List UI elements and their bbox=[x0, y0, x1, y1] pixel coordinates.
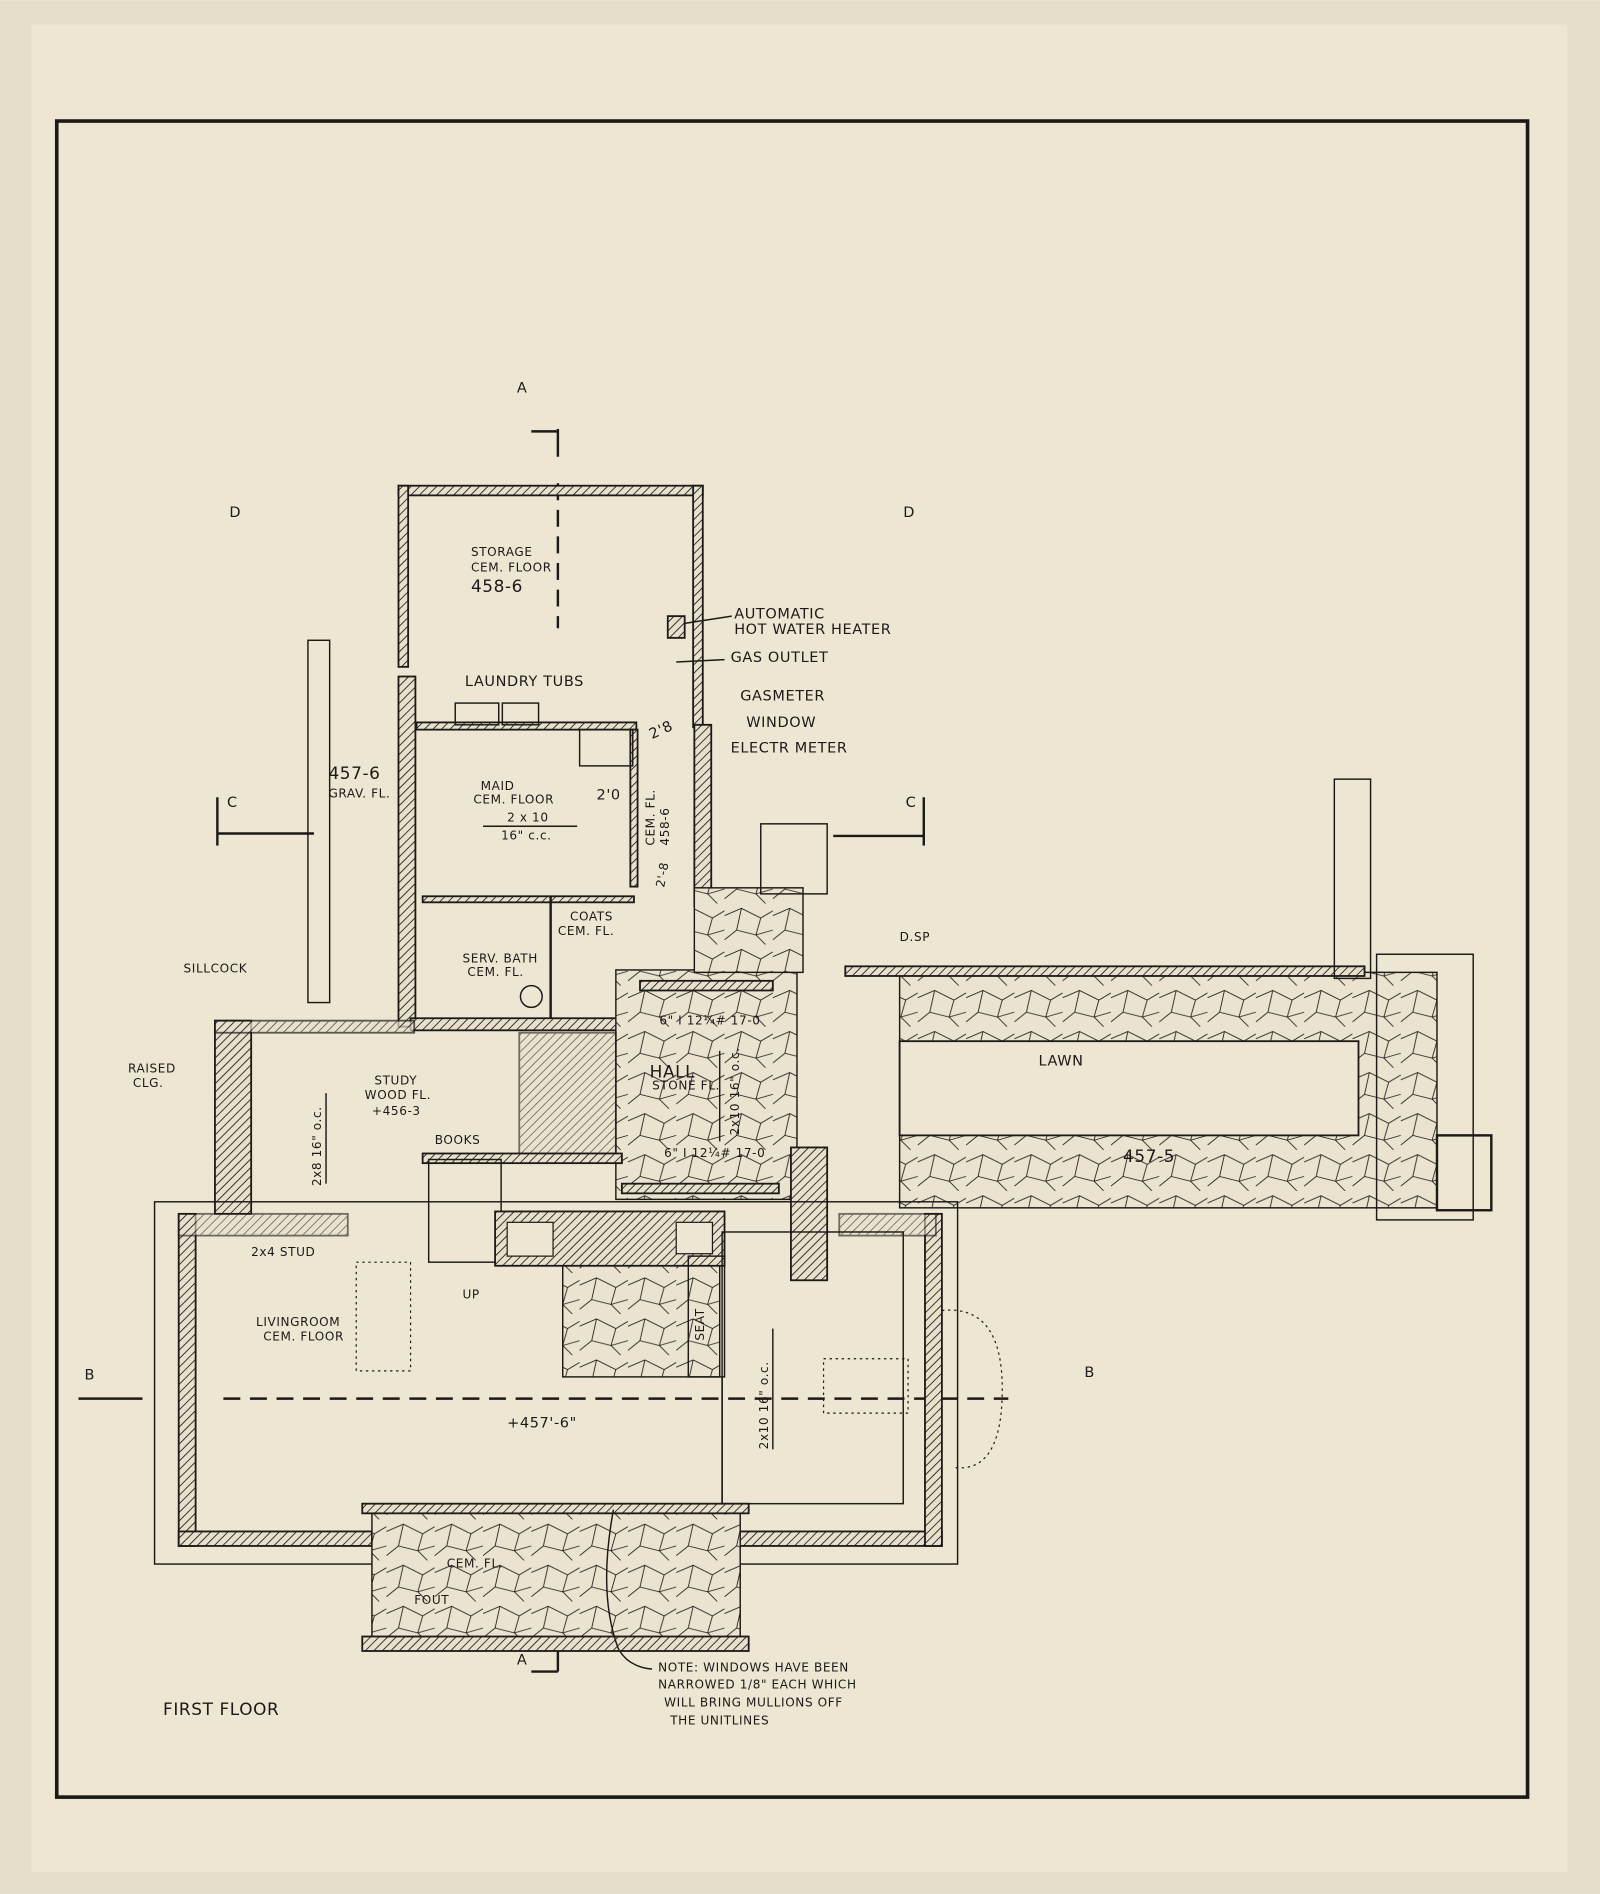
storage-label: STORAGE bbox=[471, 545, 533, 559]
living-joist-dimension: 2x10 16" o.c. bbox=[757, 1361, 771, 1449]
coats-label: COATS bbox=[570, 909, 613, 923]
study-label: STUDY bbox=[374, 1074, 417, 1088]
lawn-label: LAWN bbox=[1038, 1053, 1083, 1069]
maid-joist-size: 2 x 10 bbox=[507, 810, 548, 824]
callout-labels: AUTOMATIC HOT WATER HEATER GAS OUTLET GA… bbox=[128, 607, 930, 1607]
livingroom-label: LIVINGROOM bbox=[256, 1315, 340, 1329]
cem-fl-level: 458-6 bbox=[658, 807, 672, 845]
hall-joist-dimension: 2x10 16" o.c. bbox=[728, 1047, 742, 1135]
hearth bbox=[561, 1255, 721, 1378]
dsp-callout: D.SP bbox=[900, 930, 930, 944]
gas-meter-callout: GASMETER bbox=[740, 689, 825, 705]
up-label: UP bbox=[462, 1287, 479, 1301]
maid-joist-spacing: 16" c.c. bbox=[501, 829, 552, 843]
section-a-top: A bbox=[517, 381, 560, 629]
electr-meter-callout: ELECTR METER bbox=[731, 741, 848, 757]
hot-water-heater-symbol bbox=[666, 615, 686, 639]
hall-label: HALL bbox=[650, 1061, 696, 1081]
section-label-c-left: C bbox=[227, 795, 238, 811]
room-labels: STORAGE CEM. FLOOR 458-6 MAID CEM. FLOOR… bbox=[256, 545, 1083, 1571]
grav-walk bbox=[307, 639, 331, 1004]
note-line-1: NOTE: WINDOWS HAVE BEEN bbox=[658, 1661, 849, 1675]
books-callout: BOOKS bbox=[435, 1133, 481, 1147]
seat-callout: SEAT bbox=[693, 1308, 707, 1340]
raised-clg-callout-line2: CLG. bbox=[133, 1076, 164, 1090]
section-label-c-right: C bbox=[906, 795, 917, 811]
raised-clg-callout: RAISED bbox=[128, 1062, 176, 1076]
terrace-bay bbox=[361, 1502, 750, 1652]
maid-floor-label: CEM. FLOOR bbox=[473, 792, 554, 806]
study-joist-dimension: 2x8 16" o.c. bbox=[310, 1106, 324, 1186]
section-label-a-bottom: A bbox=[517, 1652, 528, 1668]
maid-label: MAID bbox=[481, 779, 515, 793]
hot-water-callout-line2: HOT WATER HEATER bbox=[734, 622, 891, 638]
livingroom-level: +457'-6" bbox=[507, 1416, 577, 1432]
sillcock-callout: SILLCOCK bbox=[184, 961, 248, 975]
stud-callout: 2x4 STUD bbox=[251, 1245, 315, 1259]
lawn-terrace bbox=[844, 778, 1493, 1221]
livingroom-floor-label: CEM. FLOOR bbox=[263, 1330, 344, 1344]
serv-bath-label: SERV. BATH bbox=[462, 952, 537, 966]
storage-room bbox=[397, 484, 713, 907]
study-room bbox=[214, 1019, 623, 1263]
hall-floor-label: STONE FL. bbox=[652, 1078, 720, 1092]
storage-level: 458-6 bbox=[471, 576, 523, 596]
hall-pier bbox=[790, 1146, 829, 1282]
steel-beam-top bbox=[639, 979, 774, 992]
laundry-tub bbox=[454, 702, 500, 726]
sheet-border bbox=[54, 119, 1530, 1799]
section-label-a-top: A bbox=[517, 381, 528, 397]
fout-label: FOUT bbox=[414, 1593, 449, 1607]
bay-outline bbox=[941, 1309, 1003, 1469]
terrace-floor-label: CEM. FL. bbox=[447, 1557, 503, 1571]
toilet-symbol bbox=[519, 984, 543, 1009]
service-wing bbox=[307, 639, 639, 1032]
sheet-title: FIRST FLOOR bbox=[163, 1699, 279, 1719]
chimney-wall bbox=[1333, 778, 1372, 980]
window-callout: WINDOW bbox=[746, 715, 816, 731]
storage-floor-label: CEM. FLOOR bbox=[471, 560, 552, 574]
section-label-b-left: B bbox=[85, 1367, 96, 1383]
hot-water-callout: AUTOMATIC bbox=[734, 607, 825, 623]
door-dimension-28b: 2'-8 bbox=[653, 861, 671, 888]
terrace-pier bbox=[1435, 1134, 1493, 1212]
furniture-outline bbox=[822, 1358, 909, 1414]
section-b-line: B B bbox=[78, 1365, 1095, 1400]
note-line-4: THE UNITLINES bbox=[669, 1714, 769, 1728]
cem-fl-label: CEM. FL. bbox=[643, 789, 657, 845]
study-level: +456-3 bbox=[372, 1104, 421, 1118]
coats-floor-label: CEM. FL. bbox=[558, 924, 614, 938]
door-dimension-20: 2'0 bbox=[597, 788, 621, 804]
beam-bottom-dimension: 6" I 12¼# 17-0 bbox=[664, 1146, 765, 1160]
dimension-labels: 2 x 10 16" c.c. 2'0 2'8 2'-8 CEM. FL. 45… bbox=[310, 718, 1175, 1450]
steel-beam-bottom bbox=[620, 1182, 780, 1195]
beam-top-dimension: 6" I 12¼# 17-0 bbox=[659, 1013, 760, 1027]
serv-bath-floor-label: CEM. FL. bbox=[467, 965, 523, 979]
grav-level: 457-6 bbox=[328, 763, 380, 783]
lawn-level: 457-5 bbox=[1123, 1146, 1175, 1166]
grav-floor-label: GRAV. FL. bbox=[328, 786, 390, 800]
hall-area bbox=[518, 823, 829, 1282]
gas-outlet-callout: GAS OUTLET bbox=[731, 650, 829, 666]
laundry-tubs-callout: LAUNDRY TUBS bbox=[465, 674, 584, 690]
section-c-marks: C C bbox=[216, 795, 925, 846]
windows-note: NOTE: WINDOWS HAVE BEEN NARROWED 1/8" EA… bbox=[605, 1509, 857, 1728]
note-line-3: WILL BRING MULLIONS OFF bbox=[664, 1696, 843, 1710]
laundry-tub bbox=[501, 702, 540, 726]
section-label-d-right: D bbox=[903, 505, 915, 521]
study-floor-label: WOOD FL. bbox=[365, 1088, 431, 1102]
section-label-b-right: B bbox=[1084, 1365, 1095, 1381]
lawn bbox=[898, 1040, 1360, 1137]
section-label-d-left: D bbox=[229, 505, 241, 521]
note-line-2: NARROWED 1/8" EACH WHICH bbox=[658, 1677, 857, 1691]
